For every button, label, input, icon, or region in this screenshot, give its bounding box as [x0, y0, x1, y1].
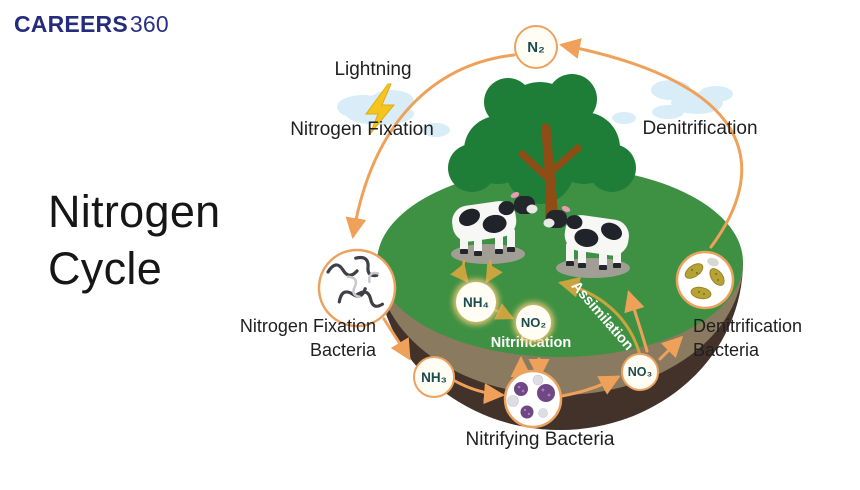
cloud-icon-right — [612, 80, 733, 124]
cow-icon-right — [543, 205, 630, 278]
title-line1: Nitrogen — [48, 186, 221, 237]
page-title: Nitrogen Cycle — [48, 184, 221, 297]
arrow-nh3-to-nitrifying — [453, 379, 505, 405]
nitrifying-bacteria-label: Nitrifying Bacteria — [465, 429, 615, 450]
no3-molecule-badge: NO₃ — [621, 353, 659, 391]
nh3-molecule-badge: NH₃ — [413, 356, 455, 398]
arrow-nitrifying-to-no3 — [560, 375, 621, 398]
arrow-n2-to-fixation — [345, 53, 516, 239]
fixation-bacteria-label-line1: Nitrogen Fixation — [239, 316, 376, 336]
lightning-icon — [365, 83, 396, 135]
arrow-assimilation-long — [558, 276, 642, 357]
n2-molecule-badge: N₂ — [514, 25, 558, 69]
arrow-no3-to-denitrifying — [658, 335, 684, 361]
cycle-arrows — [345, 38, 744, 405]
fixation-bacteria-label: Nitrogen Fixation Bacteria — [236, 315, 376, 363]
tree-icon — [448, 74, 636, 224]
nitrogen-fixation-label: Nitrogen Fixation — [290, 119, 434, 140]
arrow-fixation-to-nh3 — [382, 317, 411, 361]
nitrifying-bacteria-icon — [503, 369, 563, 429]
no2-molecule-badge: NO₂ — [516, 305, 551, 340]
fixation-bacteria-label-line2: Bacteria — [309, 339, 376, 360]
title-line2: Cycle — [48, 242, 163, 294]
denitrification-bacteria-label-line1: Denitrification — [693, 316, 803, 336]
denitrification-label: Denitrification — [642, 118, 758, 139]
logo-careers-text: CAREERS — [14, 11, 128, 37]
nitrification-label: Nitrification — [490, 335, 572, 351]
nh4-molecule-badge: NH₄ — [456, 282, 496, 322]
denitrification-bacteria-label-line2: Bacteria — [693, 339, 760, 360]
denitrifying-bacteria-icon — [675, 250, 735, 310]
denitrification-bacteria-label: Denitrification Bacteria — [693, 315, 802, 363]
arrow-cow-to-nh4-b — [485, 259, 503, 284]
arrow-denitrification-to-n2 — [559, 38, 744, 249]
arrow-cow-to-nh4-a — [450, 259, 469, 284]
cow-icon-left — [451, 191, 538, 264]
arrow-nh4-to-no2 — [491, 303, 515, 320]
fixation-bacteria-icon — [317, 248, 397, 328]
arrow-assimilation-short — [624, 290, 649, 353]
logo-360-text: 360 — [129, 11, 169, 37]
careers360-logo: CAREERS360 — [14, 11, 169, 38]
lightning-label: Lightning — [334, 59, 412, 80]
